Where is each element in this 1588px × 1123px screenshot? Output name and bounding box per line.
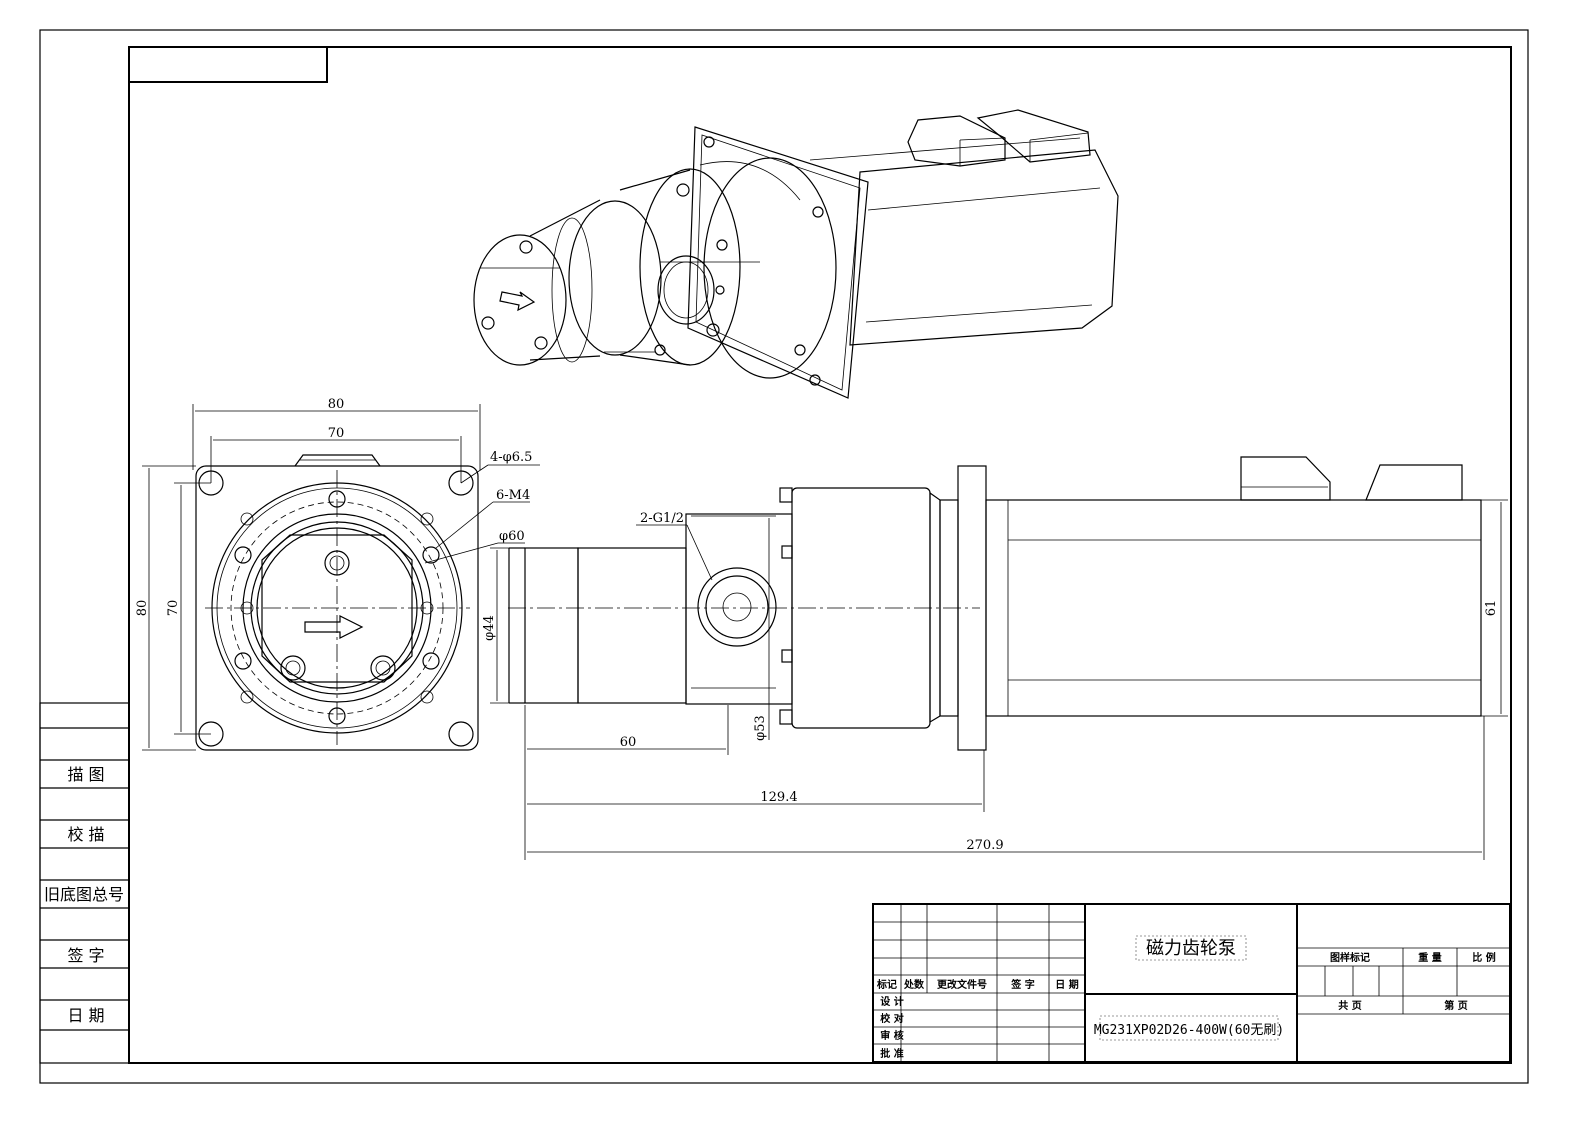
dim-mount-holes: 4-φ6.5 xyxy=(490,450,532,465)
drawing-title: 磁力齿轮泵 xyxy=(1146,938,1236,959)
inner-frame xyxy=(128,46,1512,1064)
dim-threaded-holes: 6-M4 xyxy=(496,488,530,503)
side-label-sign: 签 字 xyxy=(67,946,104,965)
side-label-old-no: 旧底图总号 xyxy=(44,885,124,904)
header-scale: 比 例 xyxy=(1472,951,1495,964)
rev-header-mark: 标记 xyxy=(876,978,897,991)
side-label-check: 校 描 xyxy=(67,825,104,844)
sheet-total: 共 页 xyxy=(1338,999,1361,1012)
dim-front-width-outer: 80 xyxy=(328,397,345,412)
side-label-draw: 描 图 xyxy=(67,765,104,784)
side-view xyxy=(490,456,1508,860)
role-approve: 批 准 xyxy=(880,1047,903,1060)
dim-body-dia: φ44 xyxy=(482,615,497,641)
top-left-box xyxy=(128,46,328,83)
dim-front-height-holes: 70 xyxy=(166,600,181,617)
rev-header-file: 更改文件号 xyxy=(937,978,987,991)
dim-motor-height: 61 xyxy=(1484,600,1499,617)
role-review: 审 核 xyxy=(880,1029,903,1042)
header-weight: 重 量 xyxy=(1418,951,1441,964)
header-drawing-mark: 图样标记 xyxy=(1330,951,1370,964)
dim-front-width-holes: 70 xyxy=(328,426,345,441)
drawing-model: MG231XP02D26-400W(60无刷) xyxy=(1094,1023,1284,1038)
front-view xyxy=(142,404,540,751)
isometric-view xyxy=(473,109,1119,399)
dim-flange-dia: φ60 xyxy=(499,529,525,544)
dim-pump-len: 60 xyxy=(620,735,637,750)
role-check: 校 对 xyxy=(880,1012,903,1025)
dim-front-height-outer: 80 xyxy=(135,600,150,617)
rev-header-sign: 签 字 xyxy=(1010,978,1034,991)
sheet-number: 第 页 xyxy=(1444,999,1467,1012)
side-label-date: 日 期 xyxy=(67,1006,104,1025)
outer-frame xyxy=(39,29,1529,1084)
title-block xyxy=(872,903,1511,1063)
dim-total-len: 270.9 xyxy=(966,838,1003,853)
dim-to-flange-len: 129.4 xyxy=(760,790,797,805)
rev-header-date: 日 期 xyxy=(1055,978,1078,991)
side-block: 描 图 校 描 旧底图总号 签 字 日 期 xyxy=(39,702,130,1064)
rev-header-count: 处数 xyxy=(903,978,925,991)
dim-port: 2-G1/2 xyxy=(640,511,684,526)
dim-housing-dia: φ53 xyxy=(753,715,768,741)
role-design: 设 计 xyxy=(880,995,903,1008)
